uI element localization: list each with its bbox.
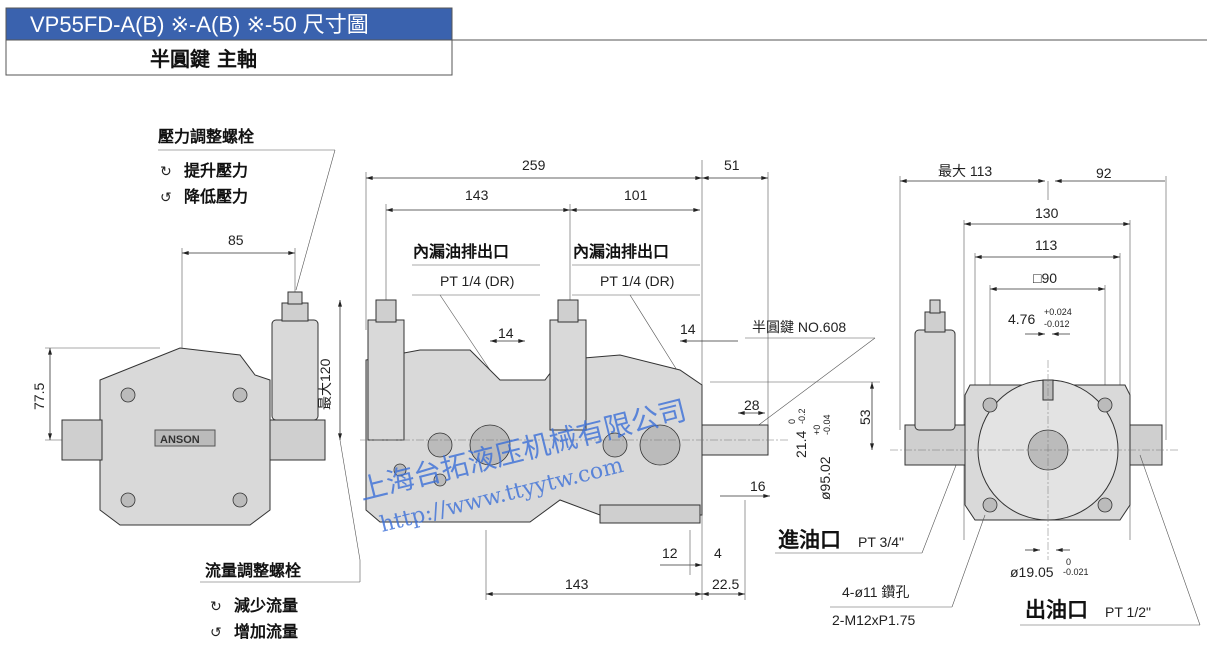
pressure-screw-label: 壓力調整螺栓	[158, 127, 255, 146]
thread-label: 2-M12xP1.75	[832, 612, 915, 628]
drawing-subtitle: 半圓鍵 主軸	[150, 47, 257, 71]
tol-95-lower: -0.04	[822, 414, 832, 435]
dim-max-113: 最大 113	[938, 163, 992, 179]
port-circle-1	[469, 424, 511, 466]
dim-143-top: 143	[465, 187, 489, 203]
dim-4: 4	[714, 545, 722, 561]
rotate-ccw-icon: ↺	[210, 624, 222, 640]
subtitle-box	[5, 39, 453, 76]
dim-sq-90: □90	[1033, 270, 1057, 286]
inlet-port: PT 3/4"	[858, 534, 904, 550]
tol-21-4-upper: 0	[787, 419, 797, 424]
drain-port-1: PT 1/4 (DR)	[440, 273, 514, 289]
side-view: 259 51 143 101 內漏油排出口 PT 1/4 (DR) 內漏油排出口…	[360, 157, 961, 600]
dim-19-05: ø19.05	[1010, 564, 1054, 580]
adjuster-screw	[287, 291, 303, 305]
side-boss	[61, 419, 103, 461]
pressure-adjuster-1	[367, 319, 405, 441]
left-end-view: 壓力調整螺栓 ↻ 提升壓力 ↺ 降低壓力 85 77.5 最大120 ANSON…	[31, 127, 361, 641]
dim-14-a: 14	[498, 325, 514, 341]
port-circle-2	[639, 424, 681, 466]
rotate-cw-icon: ↻	[160, 163, 172, 179]
dim-77-5: 77.5	[31, 383, 47, 410]
dim-113: 113	[1035, 237, 1058, 253]
pressure-adjuster-2	[549, 319, 587, 431]
drain-label-2: 內漏油排出口	[573, 242, 669, 261]
holes-label: 4-ø11 鑽孔	[842, 584, 909, 600]
dim-51: 51	[724, 157, 740, 173]
drain-port-2: PT 1/4 (DR)	[600, 273, 674, 289]
title-block: VP55FD-A(B) ※-A(B) ※-50 尺寸圖 半圓鍵 主軸	[5, 7, 1207, 76]
nameplate	[154, 429, 216, 447]
dim-22-5: 22.5	[712, 576, 739, 592]
inlet-boss	[904, 424, 966, 466]
pressure-down-label: 降低壓力	[184, 187, 248, 206]
rotate-cw-icon: ↻	[210, 598, 222, 614]
tol-4-76-lower: -0.012	[1044, 319, 1070, 329]
dim-12: 12	[662, 545, 678, 561]
title-bar	[5, 7, 453, 41]
dim-16: 16	[750, 478, 766, 494]
flow-screw-label: 流量調整螺栓	[205, 561, 302, 580]
front-adjuster	[914, 329, 956, 431]
tol-21-4-lower: -0.2	[797, 408, 807, 424]
pump-body-side	[365, 349, 703, 523]
tol-19-upper: 0	[1066, 557, 1071, 567]
rotate-ccw-icon: ↺	[160, 189, 172, 205]
flow-up-label: 增加流量	[234, 622, 298, 641]
dim-85: 85	[228, 232, 244, 248]
front-view: 最大 113 92 130 113 □90 4.76 +0.024 -0.012	[830, 163, 1201, 628]
key-label: 半圓鍵 NO.608	[752, 319, 846, 335]
outlet-port: PT 1/2"	[1105, 604, 1151, 620]
dim-28: 28	[744, 397, 760, 413]
dim-53: 53	[857, 409, 873, 425]
drawing-title: VP55FD-A(B) ※-A(B) ※-50 尺寸圖	[30, 12, 369, 37]
outlet-boss	[1129, 424, 1163, 466]
pressure-adjuster	[271, 319, 319, 421]
dim-95-02: ø95.02	[817, 456, 833, 500]
tol-95-upper: +0	[812, 425, 822, 435]
side-boss-right	[269, 419, 326, 461]
dim-92: 92	[1096, 165, 1112, 181]
tol-19-lower: -0.021	[1063, 567, 1089, 577]
adjuster-nut	[281, 302, 309, 322]
tol-4-76-upper: +0.024	[1044, 307, 1072, 317]
dim-143-bottom: 143	[565, 576, 589, 592]
pressure-up-label: 提升壓力	[184, 161, 248, 180]
dim-14-b: 14	[680, 321, 696, 337]
inlet-label: 進油口	[778, 528, 841, 552]
dim-101: 101	[624, 187, 648, 203]
dim-4-76: 4.76	[1008, 311, 1035, 327]
dim-130: 130	[1035, 205, 1059, 221]
outlet-label: 出油口	[1025, 598, 1088, 622]
drain-label-1: 內漏油排出口	[413, 242, 509, 261]
dim-max-120: 最大120	[317, 358, 333, 410]
dim-21-4: 21.4	[793, 431, 809, 458]
flow-down-label: 減少流量	[234, 596, 298, 615]
dim-259: 259	[522, 157, 546, 173]
brand-label: ANSON	[160, 434, 200, 446]
